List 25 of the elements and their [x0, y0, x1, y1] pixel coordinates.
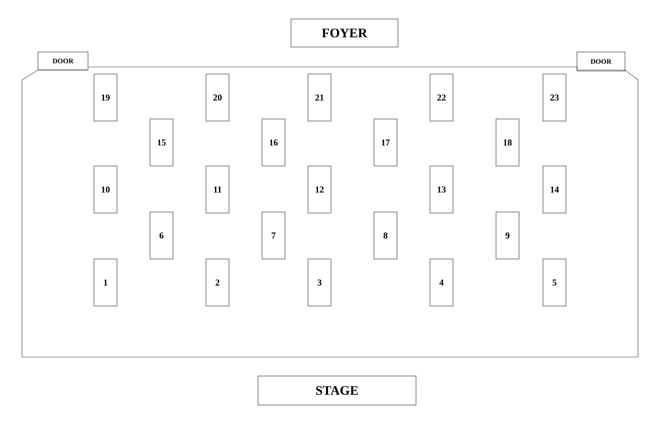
table: 20 [206, 74, 230, 122]
table: 14 [542, 166, 566, 214]
hall-sign: FOYER [290, 18, 398, 48]
table: 22 [430, 74, 454, 122]
table: 18 [496, 118, 520, 166]
table: 10 [94, 166, 118, 214]
table: 5 [542, 258, 566, 306]
table: 13 [430, 166, 454, 214]
table: 17 [374, 118, 398, 166]
table: 3 [308, 258, 332, 306]
table: 6 [150, 212, 174, 260]
stage-sign: STAGE [258, 376, 416, 406]
table: 11 [206, 166, 230, 214]
table: 4 [430, 258, 454, 306]
table: 12 [308, 166, 332, 214]
table: 16 [262, 118, 286, 166]
table: 15 [150, 118, 174, 166]
table: 21 [308, 74, 332, 122]
table: 23 [542, 74, 566, 122]
table: 8 [374, 212, 398, 260]
table: 7 [262, 212, 286, 260]
table: 2 [206, 258, 230, 306]
table: 19 [94, 74, 118, 122]
table: 1 [94, 258, 118, 306]
table: 9 [496, 212, 520, 260]
